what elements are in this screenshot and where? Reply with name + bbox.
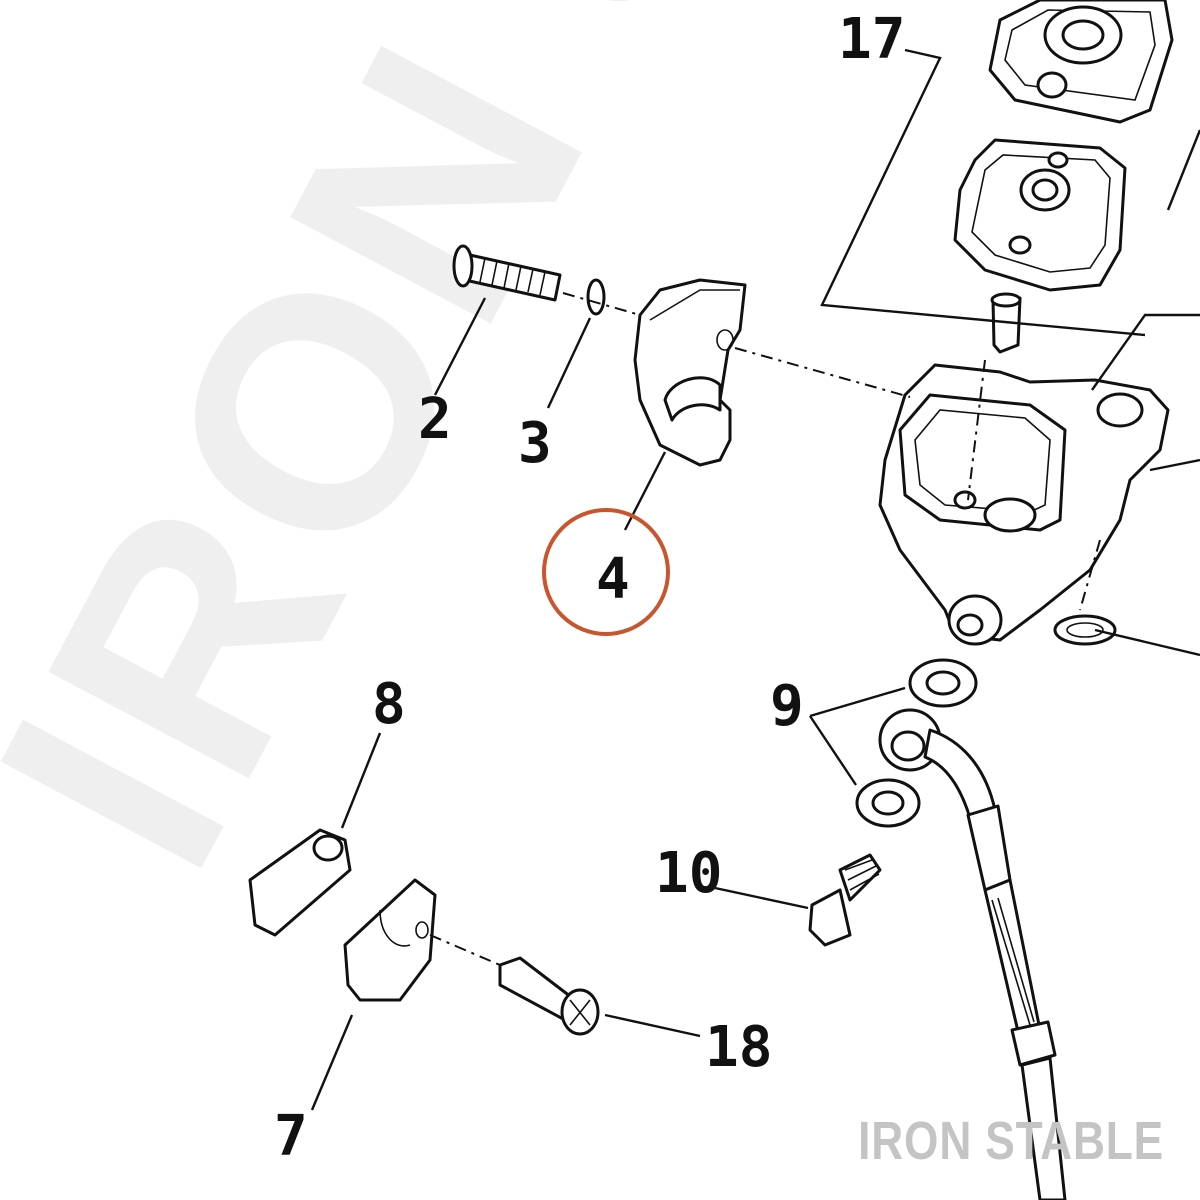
banjo-bolt-part [808,853,882,947]
callout-3: 3 [518,411,552,476]
callout-17: 17 [838,7,905,72]
mirror-bracket-part [343,878,437,1002]
clamp-half-part [633,278,747,467]
crush-washer-upper [908,658,978,708]
callout-8: 8 [372,672,406,737]
callout-4: 4 [596,547,630,612]
brand-logo-text: IRON STABLE [858,1111,1164,1171]
leader-lines [310,48,1200,1111]
reservoir-cover-part [988,0,1174,124]
crush-washer-lower [855,778,921,828]
bracket-screw-part [498,956,600,1036]
switch-plate-part [248,828,352,937]
brake-hose-part [878,708,1067,1200]
callout-7: 7 [274,1104,308,1169]
washer-part [586,278,606,316]
master-cylinder-body [878,363,1170,646]
pivot-pin-part [452,244,562,302]
retaining-clip-part [1053,614,1117,646]
callout-18: 18 [705,1015,772,1080]
highlight-ring [542,508,670,636]
callout-10: 10 [655,841,722,906]
piston-part [990,292,1022,354]
callout-9: 9 [770,674,804,739]
reservoir-gasket-part [953,138,1127,292]
callout-2: 2 [418,387,452,452]
